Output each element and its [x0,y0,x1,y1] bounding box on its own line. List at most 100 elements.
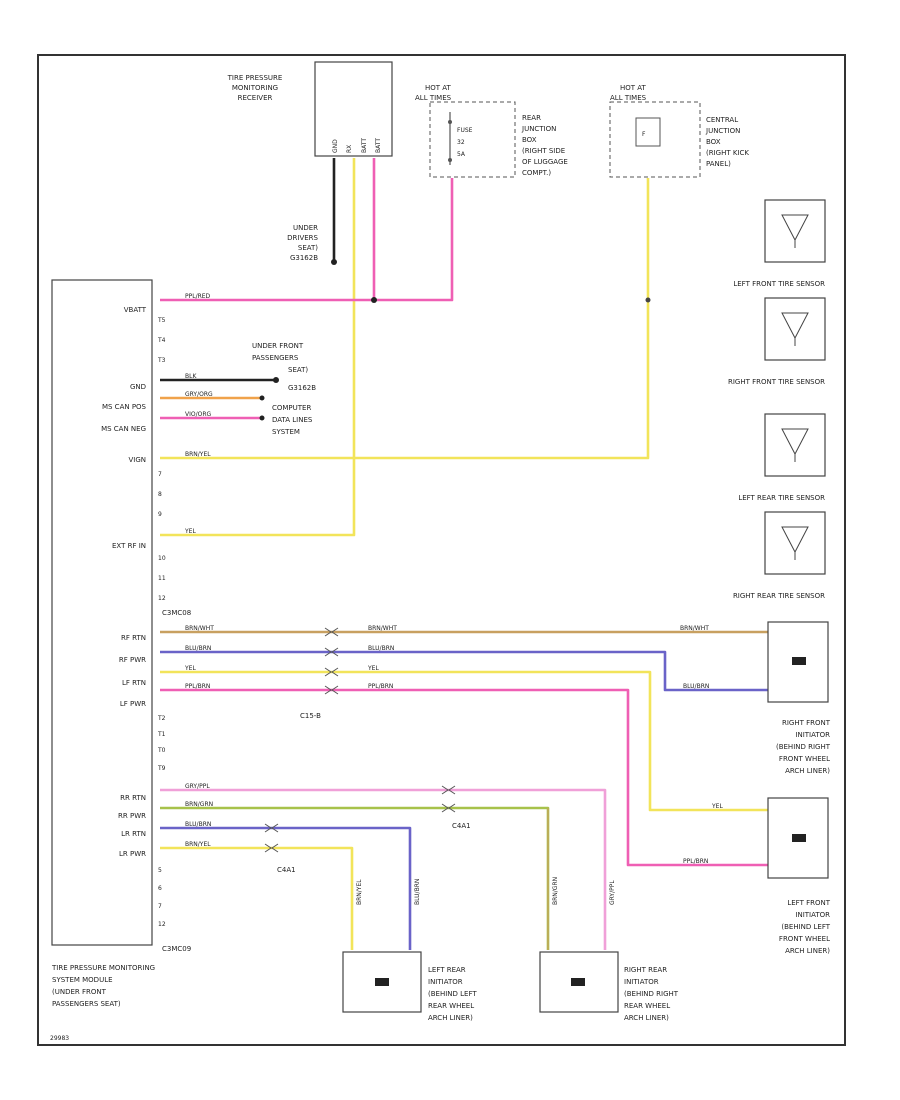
wire-label-vign: BRN/YEL [185,451,211,458]
can-pos-end [259,395,265,401]
module-label-4: PASSENGERS SEAT) [52,1000,121,1008]
svg-text:7: 7 [158,471,162,478]
lf-rtn-wire [160,670,768,812]
svg-text:6: 6 [158,885,162,892]
rear-hot-label-1: HOT AT [425,84,452,92]
rear-box-label-4: (RIGHT SIDE [522,147,565,155]
module-pin-rr-rtn: RR RTN [120,794,146,802]
driver-ground-label-4: G3162B [290,254,318,262]
connector-c4a1-left-label: C4A1 [277,866,296,874]
diagram-footer-id: 29983 [50,1035,69,1042]
module-pin-lf-pwr: LF PWR [120,700,146,708]
vbatt-splice [371,297,377,303]
wire-label-rr-rtn-2: GRY/PPL [609,880,616,905]
ext-rf-in-wire [160,158,356,537]
svg-text:T1: T1 [157,731,166,738]
wire-label-rf-pwr: BLU/BRN [185,645,211,652]
receiver-pin-1: GND [332,139,339,153]
svg-text:5: 5 [158,867,162,874]
vign-connector [645,297,651,303]
tire-pressure-monitoring-module [51,279,153,946]
rr-initiator-label-1: RIGHT REAR [624,966,667,974]
rr-initiator-label-5: ARCH LINER) [624,1014,669,1022]
central-hot-label-2: ALL TIMES [610,94,647,102]
fuse-terminal-bottom [448,158,452,162]
passenger-ground-label-3: SEAT) [288,366,308,374]
wire-label-ext: YEL [184,528,196,535]
module-label-2: SYSTEM MODULE [52,976,113,984]
receiver-label-1: TIRE PRESSURE [227,74,283,82]
passenger-ground-label-4: G3162B [288,384,316,392]
module-label-1: TIRE PRESSURE MONITORING [51,964,155,972]
vign-wire [160,178,650,460]
wire-label-lr-rtn-2: BLU/BRN [414,879,421,905]
rf-pwr-wire [160,650,768,692]
central-fuse [635,117,661,147]
sensor-label-left-rear: LEFT REAR TIRE SENSOR [738,494,825,502]
lr-pwr-wire [160,846,354,950]
wire-label-rf-rtn: BRN/WHT [185,625,214,632]
left-rear-initiator [342,951,422,1013]
wire-label-rf-rtn-2: BRN/WHT [368,625,397,632]
wire-label-can-neg: VIO/ORG [185,411,212,418]
svg-text:T5: T5 [157,317,166,324]
connector-c3mc09: C3MC09 [162,945,191,953]
lf-pwr-wire [160,688,768,867]
svg-text:T3: T3 [157,357,166,364]
fuse-label-1: FUSE [457,127,473,134]
svg-text:12: 12 [158,595,166,602]
right-front-initiator [767,621,829,703]
module-pin-lf-rtn: LF RTN [122,679,146,687]
lf-initiator-label-2: INITIATOR [795,911,830,919]
rear-box-label-6: COMPT.) [522,169,551,177]
svg-text:11: 11 [158,575,166,582]
sensor-label-right-front: RIGHT FRONT TIRE SENSOR [728,378,825,386]
module-pin-lr-rtn: LR RTN [121,830,146,838]
sensor-label-left-front: LEFT FRONT TIRE SENSOR [733,280,825,288]
wire-label-vbatt: PPL/RED [185,293,211,300]
svg-text:8: 8 [158,491,162,498]
wire-label-can-pos: GRY/ORG [185,391,213,398]
module-pin-ext-rf: EXT RF IN [112,542,146,550]
receiver-label-3: RECEIVER [238,94,273,102]
rf-initiator-label-1: RIGHT FRONT [782,719,831,727]
lr-initiator-label-3: (BEHIND LEFT [428,990,477,998]
rf-initiator-label-4: FRONT WHEEL [779,755,830,763]
module-pin-gnd: GND [130,383,146,391]
central-box-label-5: PANEL) [706,160,731,168]
central-fuse-symbol: F [642,131,646,138]
central-box-label-2: JUNCTION [705,127,740,135]
computer-data-label-1: COMPUTER [272,404,311,412]
module-pin-lr-pwr: LR PWR [119,850,146,858]
connector-c4a1-right [441,785,456,813]
fuse-label-3: 5A [457,151,466,158]
module-pin-vbatt: VBATT [124,306,147,314]
rr-rtn-wire [160,788,607,950]
module-label-3: (UNDER FRONT [52,988,107,996]
lr-initiator-label-2: INITIATOR [428,978,463,986]
svg-text:T9: T9 [157,765,166,772]
passenger-ground-label-1: UNDER FRONT [252,342,304,350]
wire-label-rr-pwr: BRN/GRN [185,801,213,808]
central-junction-box [609,101,701,178]
connector-c4a1-left [264,823,279,853]
connector-c4a1-right-label: C4A1 [452,822,471,830]
rear-junction-box [429,101,516,178]
lr-rtn-wire [160,826,412,950]
wire-label-lr-rtn: BLU/BRN [185,821,211,828]
left-rear-tire-sensor [764,413,826,477]
driver-ground-label-2: DRIVERS [287,234,318,242]
svg-text:10: 10 [158,555,166,562]
left-front-initiator [767,797,829,879]
lf-initiator-label-1: LEFT FRONT [787,899,830,907]
central-box-label-3: BOX [706,138,721,146]
lr-initiator-label-5: ARCH LINER) [428,1014,473,1022]
module-pin-can-pos: MS CAN POS [102,403,147,411]
svg-text:9: 9 [158,511,162,518]
module-pin-vign: VIGN [128,456,146,464]
right-rear-initiator [539,951,619,1013]
rf-initiator-label-3: (BEHIND RIGHT [776,743,831,751]
lf-initiator-label-3: (BEHIND LEFT [781,923,830,931]
driver-ground-label-1: UNDER [293,224,318,232]
